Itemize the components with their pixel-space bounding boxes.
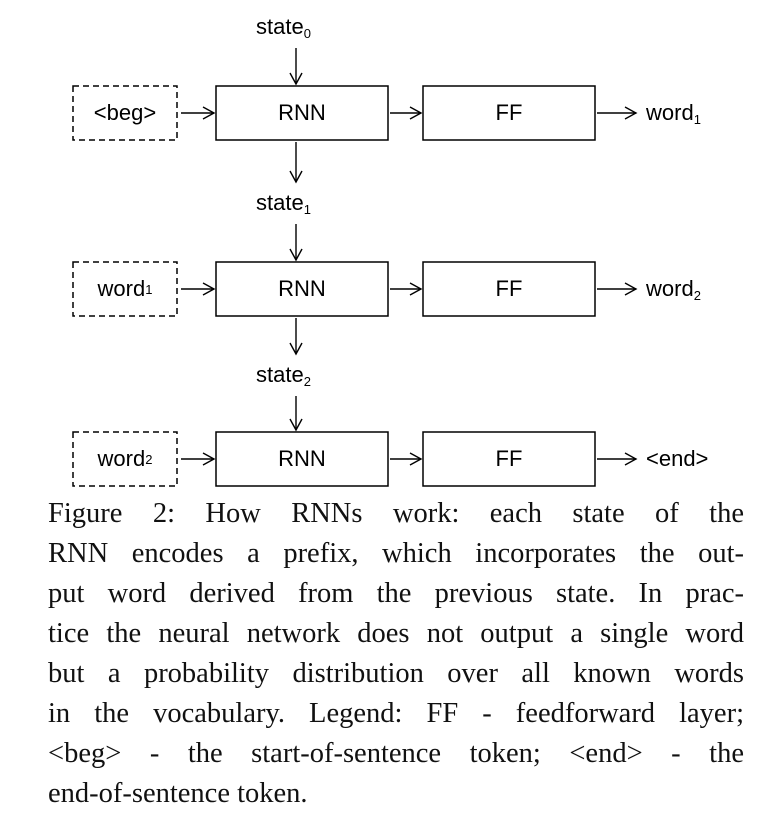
rnn-box [215,261,389,317]
ff-label-text: FF [495,100,523,125]
caption-line: Figure 2: How RNNs work: each state of t… [48,498,744,529]
rnn-label: RNN [216,432,388,486]
caption-line: RNN encodes a prefix, which incorporates… [48,538,744,569]
output-token-label: word2 [646,276,701,303]
input-token-box [72,261,178,317]
state-label-subscript: 1 [303,202,311,217]
ff-label: FF [423,86,595,140]
rnn-label: RNN [216,262,388,316]
output-token-label-text: word [646,276,694,301]
state-label: state1 [256,190,311,217]
output-token-label-subscript: 2 [693,288,701,303]
caption-line: in the vocabulary. Legend: FF - feedforw… [48,698,744,729]
caption-line: tice the neural network does not output … [48,618,744,649]
rnn-label-text: RNN [278,276,326,301]
input-token-label-text: word [97,446,146,471]
caption-line: <beg> - the start-of-sentence token; <en… [48,738,744,769]
state-label: state2 [256,362,311,389]
input-token-label: <beg> [73,86,177,140]
state-label-text: state [256,14,304,39]
rnn-label-text: RNN [278,446,326,471]
input-token-box [72,85,178,141]
input-token-label-subscript: 1 [145,281,153,297]
state-label-text: state [256,190,304,215]
ff-label: FF [423,262,595,316]
ff-box [422,261,596,317]
state-label-subscript: 0 [303,26,311,41]
caption-line: end-of-sentence token. [48,778,308,809]
rnn-label-text: RNN [278,100,326,125]
caption-line: but a probability distribution over all … [48,658,744,689]
input-token-label-subscript: 2 [145,451,153,467]
output-token-label: <end> [646,446,708,472]
output-token-label-text: <end> [646,446,709,471]
input-token-box [72,431,178,487]
rnn-label: RNN [216,86,388,140]
ff-box [422,85,596,141]
ff-label-text: FF [495,276,523,301]
ff-box [422,431,596,487]
state-label-subscript: 2 [303,374,311,389]
input-token-label-text: word [97,276,146,301]
input-token-label-text: <beg> [93,100,157,125]
ff-label: FF [423,432,595,486]
output-token-label-subscript: 1 [693,112,701,127]
state-label: state0 [256,14,311,41]
output-token-label-text: word [646,100,694,125]
caption-line: put word derived from the previous state… [48,578,744,609]
figure-caption: Figure 2: How RNNs work: each state of t… [48,494,744,814]
rnn-diagram [72,48,638,487]
rnn-box [215,85,389,141]
rnn-box [215,431,389,487]
output-token-label: word1 [646,100,701,127]
state-label-text: state [256,362,304,387]
ff-label-text: FF [495,446,523,471]
